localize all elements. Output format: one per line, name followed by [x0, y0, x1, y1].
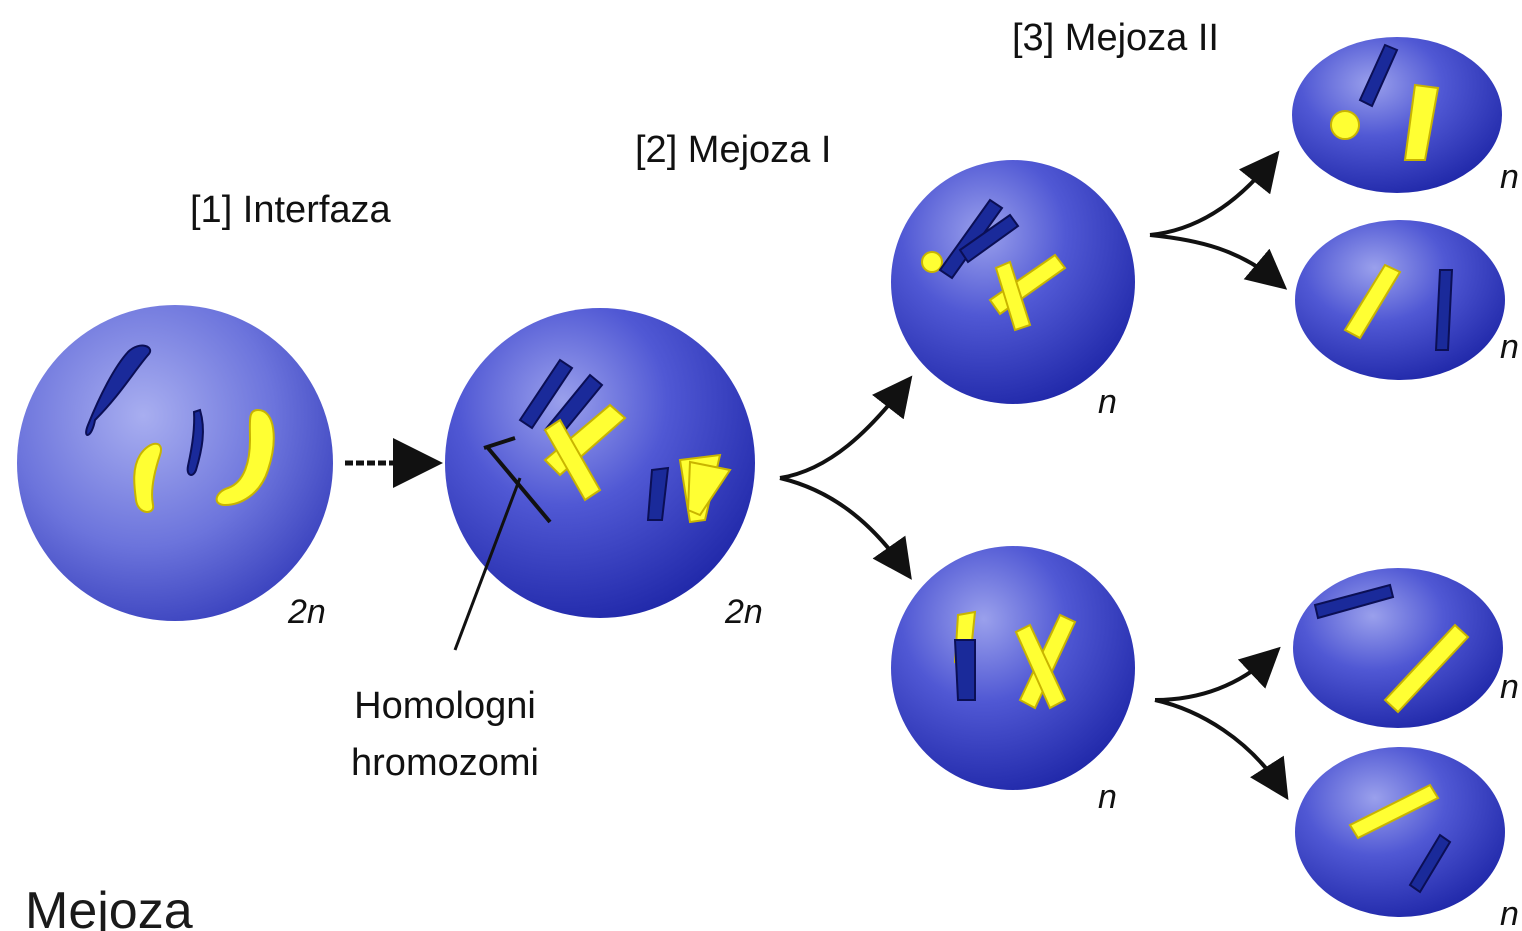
cell-membrane [17, 305, 333, 621]
arrow-to-cell-d [1155, 700, 1282, 790]
arrow-to-lower-daughter [780, 478, 905, 570]
meiosis1-lower-cell [891, 546, 1135, 790]
cell-membrane [891, 546, 1135, 790]
arrow-to-upper-daughter [780, 385, 905, 478]
arrow-to-cell-c [1155, 655, 1272, 700]
prophase-cell [445, 308, 755, 650]
interphase-label: [1] Interfaza [190, 189, 392, 231]
meiosis1-label: [2] Mejoza I [635, 129, 831, 171]
ploidy-cell-1: 2n [287, 593, 326, 631]
meiosis2-cell-a [1292, 37, 1502, 193]
chromosome-blue [955, 640, 975, 700]
arrow-to-cell-b [1150, 235, 1278, 282]
ploidy-cell-b: n [1500, 328, 1519, 366]
cell-membrane [1295, 747, 1505, 917]
chromosome-blue [1436, 270, 1452, 350]
arrow-to-cell-a [1150, 160, 1272, 235]
meiosis2-cell-d [1295, 747, 1505, 917]
ploidy-cell-a: n [1500, 158, 1519, 196]
cell-membrane [1292, 37, 1502, 193]
ploidy-cell-3: n [1098, 383, 1117, 421]
homologous-label-line1: Homologni [354, 685, 536, 727]
meiosis2-label: [3] Mejoza II [1012, 17, 1219, 59]
meiosis2-cell-c [1293, 568, 1503, 728]
ploidy-cell-c: n [1500, 668, 1519, 706]
homologous-label-line2: hromozomi [351, 742, 539, 784]
meiosis1-upper-cell [891, 160, 1135, 404]
cell-membrane [1295, 220, 1505, 380]
ploidy-cell-4: n [1098, 778, 1117, 816]
meiosis2-cell-b [1295, 220, 1505, 380]
interphase-cell [17, 305, 333, 621]
diagram-title: Mejoza [25, 882, 193, 931]
chromosome-yellow [1331, 111, 1359, 139]
chromosome-yellow [922, 252, 942, 272]
ploidy-cell-2: 2n [724, 593, 763, 631]
ploidy-cell-d: n [1500, 895, 1519, 931]
